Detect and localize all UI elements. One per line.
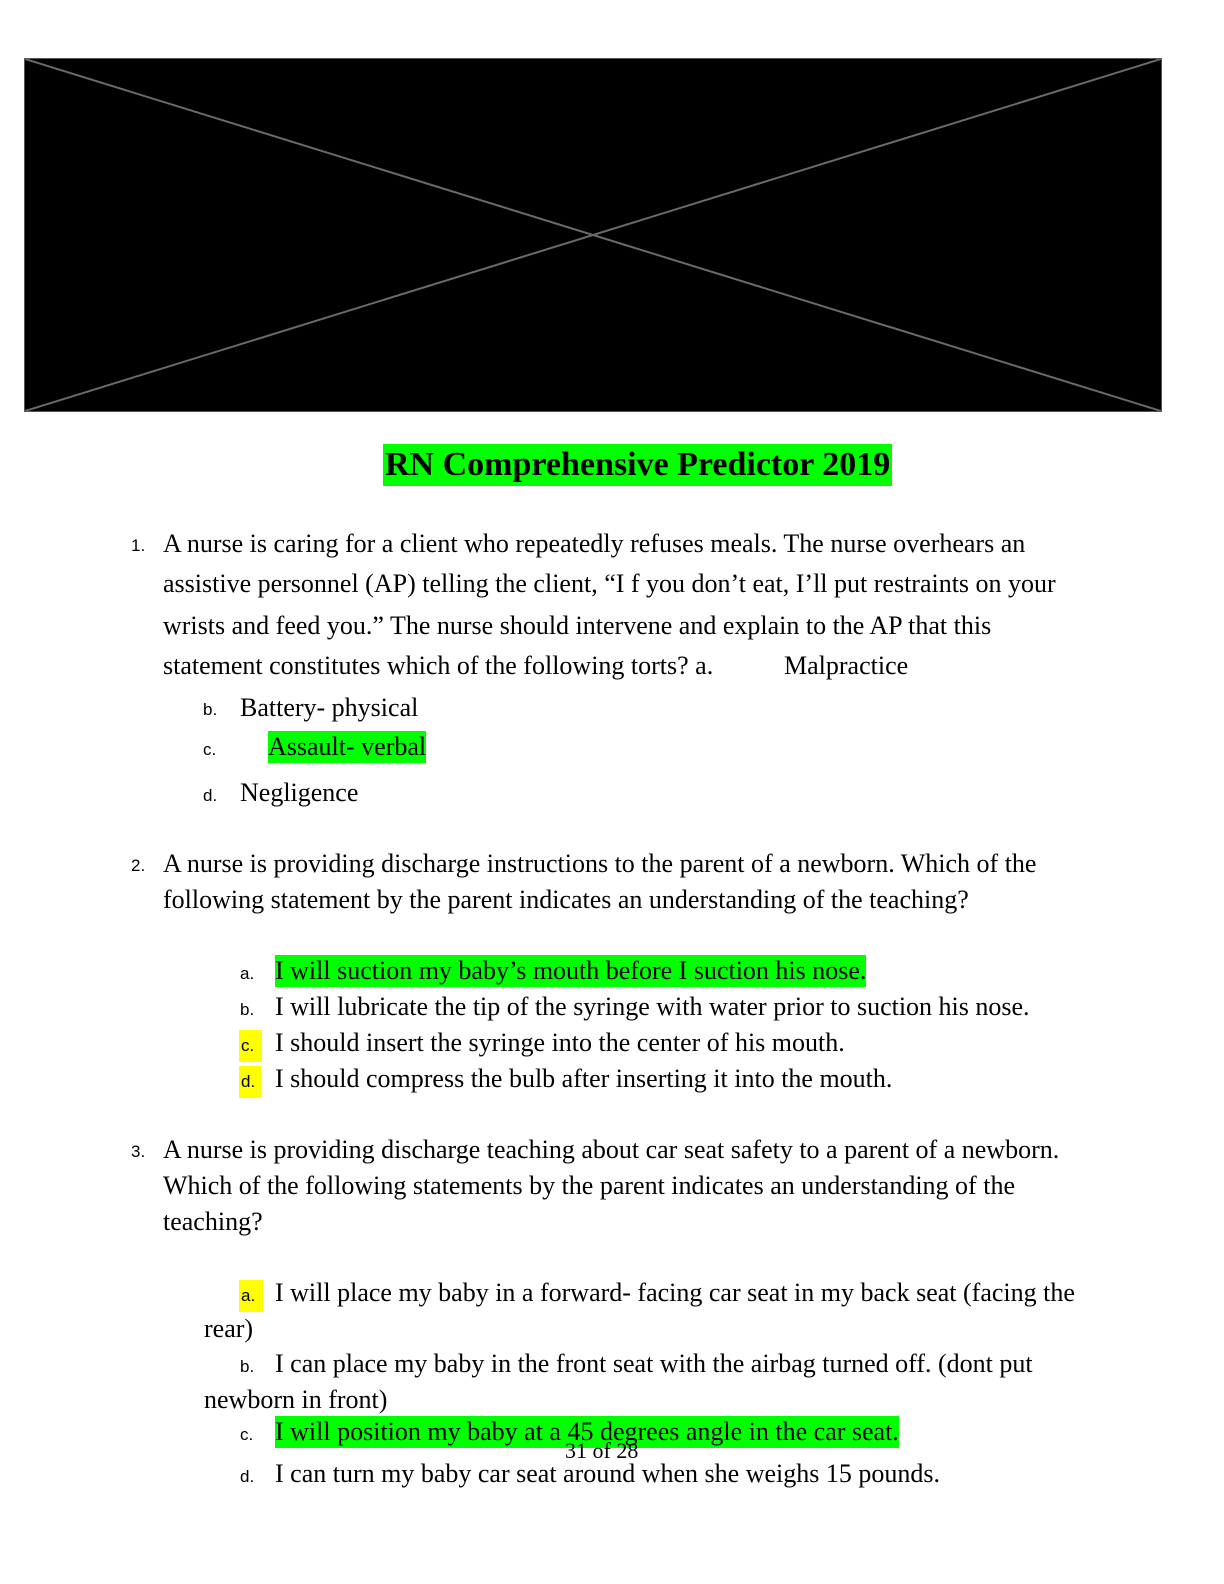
option-label: b.	[203, 700, 218, 719]
answer-option-text: I can place my baby in the front seat wi…	[275, 1349, 1033, 1378]
answer-option-text-highlighted: Assault- verbal	[268, 731, 427, 763]
answer-option-text: Battery- physical	[240, 693, 419, 722]
answer-option-text: I can turn my baby car seat around when …	[275, 1459, 940, 1488]
page-number: 31 of 28	[565, 1438, 639, 1463]
answer-option-text: rear)	[204, 1314, 254, 1343]
question-stem-line: A nurse is providing discharge teaching …	[163, 1135, 1060, 1164]
question-stem-line: A nurse is providing discharge instructi…	[163, 849, 1037, 878]
option-label-highlighted: c.	[239, 1030, 263, 1062]
header-image-placeholder	[24, 58, 1162, 412]
question-stem-line: Which of the following statements by the…	[163, 1171, 1015, 1200]
option-label: d.	[240, 1467, 255, 1486]
answer-option-text: Malpractice	[784, 651, 909, 680]
option-label-highlighted: a.	[239, 1280, 264, 1312]
question-stem-line: following statement by the parent indica…	[163, 885, 969, 914]
question-number: 3.	[131, 1142, 146, 1161]
option-label: c.	[203, 740, 217, 759]
option-label: b.	[240, 1000, 255, 1019]
option-label-highlighted: d.	[239, 1066, 262, 1098]
question-number: 1.	[131, 536, 146, 555]
answer-option-text-highlighted: I will position my baby at a 45 degrees …	[275, 1416, 899, 1448]
question-stem-line: statement constitutes which of the follo…	[163, 651, 714, 680]
option-label: d.	[203, 786, 218, 805]
answer-option-text: I will lubricate the tip of the syringe …	[275, 992, 1030, 1021]
answer-option-text: I should compress the bulb after inserti…	[275, 1064, 893, 1093]
answer-option-text-highlighted: I will suction my baby’s mouth before I …	[275, 955, 867, 987]
answer-option-text: newborn in front)	[204, 1385, 388, 1414]
option-label: a.	[240, 964, 255, 983]
question-stem-line: wrists and feed you.” The nurse should i…	[163, 611, 992, 640]
image-placeholder-cross	[25, 59, 1161, 411]
answer-option-text: Negligence	[240, 778, 359, 807]
document-title: RN Comprehensive Predictor 2019	[383, 444, 893, 486]
option-label: b.	[240, 1357, 255, 1376]
question-number: 2.	[131, 856, 146, 875]
question-stem-line: teaching?	[163, 1207, 263, 1236]
option-label: c.	[240, 1425, 254, 1444]
answer-option-text: I should insert the syringe into the cen…	[275, 1028, 845, 1057]
answer-option-text: I will place my baby in a forward- facin…	[275, 1278, 1075, 1307]
question-stem-line: A nurse is caring for a client who repea…	[163, 529, 1026, 558]
question-stem-line: assistive personnel (AP) telling the cli…	[163, 569, 1056, 598]
